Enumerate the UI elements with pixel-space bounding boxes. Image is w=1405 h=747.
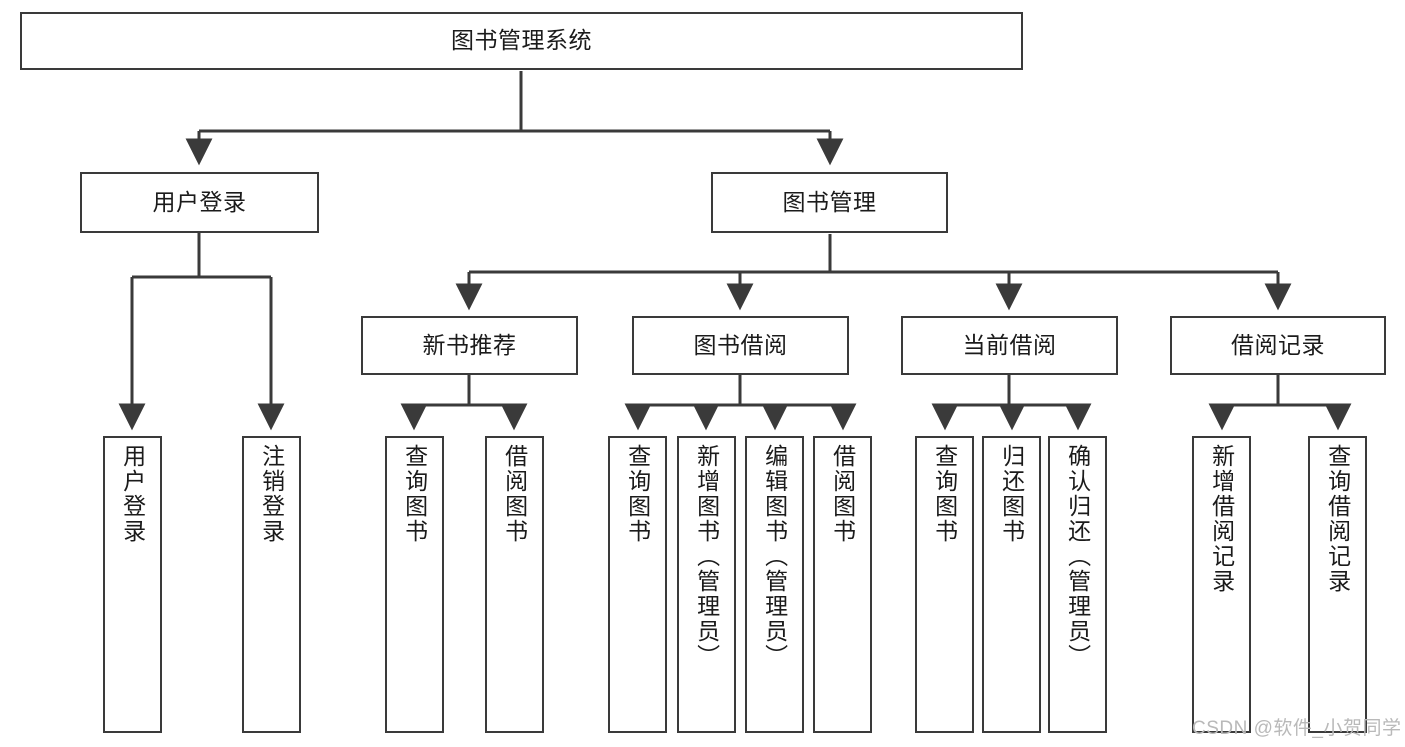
node-book-management-label: 图书管理 (782, 188, 877, 215)
node-leaf-query-book-2-label: 查询图书 (624, 444, 651, 544)
node-leaf-query-book-2[interactable]: 查询图书 (608, 436, 667, 733)
node-leaf-add-book-admin[interactable]: 新增图书（管理员） (677, 436, 736, 733)
node-leaf-query-book-1-label: 查询图书 (401, 444, 428, 544)
node-leaf-query-book-1[interactable]: 查询图书 (385, 436, 444, 733)
node-leaf-query-borrow-record[interactable]: 查询借阅记录 (1308, 436, 1367, 733)
node-leaf-confirm-return-admin-label: 确认归还（管理员） (1064, 444, 1091, 669)
node-book-borrow[interactable]: 图书借阅 (632, 316, 849, 375)
node-user-login-label: 用户登录 (152, 188, 247, 215)
node-root-label: 图书管理系统 (451, 27, 592, 54)
node-current-borrow[interactable]: 当前借阅 (901, 316, 1118, 375)
node-leaf-add-book-admin-label: 新增图书（管理员） (693, 444, 720, 669)
node-leaf-edit-book-admin[interactable]: 编辑图书（管理员） (745, 436, 804, 733)
node-leaf-logout-login-label: 注销登录 (258, 444, 285, 544)
node-new-book-recommend[interactable]: 新书推荐 (361, 316, 578, 375)
node-leaf-user-login[interactable]: 用户登录 (103, 436, 162, 733)
node-leaf-borrow-book-1-label: 借阅图书 (501, 444, 528, 544)
node-leaf-add-borrow-record-label: 新增借阅记录 (1208, 444, 1235, 594)
node-leaf-confirm-return-admin[interactable]: 确认归还（管理员） (1048, 436, 1107, 733)
node-book-borrow-label: 图书借阅 (693, 331, 788, 358)
node-borrow-record-label: 借阅记录 (1231, 331, 1325, 358)
node-leaf-return-book[interactable]: 归还图书 (982, 436, 1041, 733)
node-leaf-query-book-3[interactable]: 查询图书 (915, 436, 974, 733)
node-root[interactable]: 图书管理系统 (20, 12, 1023, 70)
node-leaf-borrow-book-2-label: 借阅图书 (829, 444, 856, 544)
node-leaf-logout-login[interactable]: 注销登录 (242, 436, 301, 733)
node-leaf-add-borrow-record[interactable]: 新增借阅记录 (1192, 436, 1251, 733)
node-leaf-return-book-label: 归还图书 (998, 444, 1025, 544)
node-leaf-user-login-label: 用户登录 (119, 444, 146, 544)
node-borrow-record[interactable]: 借阅记录 (1170, 316, 1386, 375)
node-leaf-edit-book-admin-label: 编辑图书（管理员） (761, 444, 788, 669)
node-current-borrow-label: 当前借阅 (962, 331, 1057, 358)
node-leaf-borrow-book-2[interactable]: 借阅图书 (813, 436, 872, 733)
node-leaf-query-book-3-label: 查询图书 (931, 444, 958, 544)
node-leaf-borrow-book-1[interactable]: 借阅图书 (485, 436, 544, 733)
node-leaf-query-borrow-record-label: 查询借阅记录 (1324, 444, 1351, 594)
node-book-management[interactable]: 图书管理 (711, 172, 948, 233)
node-new-book-recommend-label: 新书推荐 (422, 331, 517, 358)
node-user-login[interactable]: 用户登录 (80, 172, 319, 233)
